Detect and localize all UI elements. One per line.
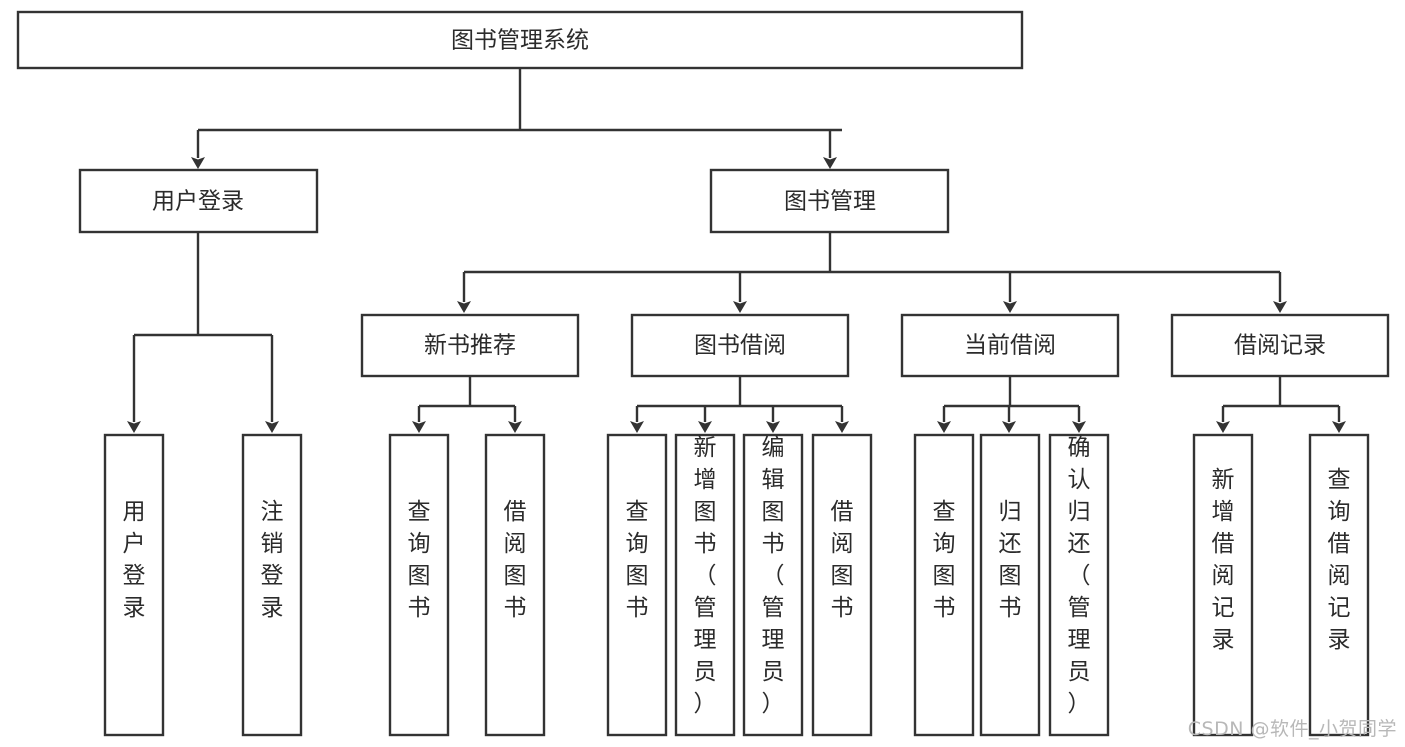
leaf-new-book-2-label: 借阅图书: [504, 499, 527, 621]
edges-borrowrecord-to-leaves: [1216, 376, 1346, 433]
node-current-borrow[interactable]: 当前借阅: [900, 313, 1120, 378]
node-new-book-recommend[interactable]: 新书推荐: [360, 313, 580, 378]
node-new-book-recommend-label: 新书推荐: [424, 333, 516, 359]
edges-bookmanage-to-level3: [457, 232, 1287, 313]
leaf-book-borrow-4-box[interactable]: [811, 433, 873, 737]
node-book-manage-box[interactable]: [709, 168, 950, 234]
leaf-user-login-1-box[interactable]: [103, 433, 165, 737]
node-current-borrow-box[interactable]: [900, 313, 1120, 378]
edges-root-to-level2: [191, 68, 842, 169]
leaf-book-borrow-3-box[interactable]: [742, 433, 804, 737]
leaf-borrow-record-1[interactable]: 新增借阅记录: [1192, 433, 1254, 737]
leaf-current-borrow-1-label: 查询图书: [933, 499, 956, 621]
leaf-new-book-2[interactable]: 借阅图书: [484, 433, 546, 737]
leaf-user-login-2[interactable]: 注销登录: [241, 433, 303, 737]
node-book-borrow[interactable]: 图书借阅: [630, 313, 850, 378]
leaf-book-borrow-3[interactable]: 编辑图书（管理员）: [742, 433, 804, 737]
leaf-user-login-1-label: 用户登录: [123, 499, 146, 621]
leaf-current-borrow-2[interactable]: 归还图书: [979, 433, 1041, 737]
node-borrow-record-label: 借阅记录: [1234, 333, 1326, 359]
leaf-book-borrow-1-label: 查询图书: [626, 499, 649, 621]
csdn-watermark: CSDN @软件_小贺同学: [1187, 718, 1397, 740]
node-book-borrow-label: 图书借阅: [694, 333, 786, 359]
leaf-current-borrow-1[interactable]: 查询图书: [913, 433, 975, 737]
leaf-borrow-record-2-label: 查询借阅记录: [1328, 467, 1351, 653]
node-user-login[interactable]: 用户登录: [78, 168, 319, 234]
node-book-manage-label: 图书管理: [784, 189, 876, 215]
leaf-current-borrow-3[interactable]: 确认归还（管理员）: [1048, 433, 1110, 737]
leaf-book-borrow-1[interactable]: 查询图书: [606, 433, 668, 737]
leaf-book-borrow-4-label: 借阅图书: [831, 499, 854, 621]
node-borrow-record-box[interactable]: [1170, 313, 1390, 378]
leaf-book-borrow-2[interactable]: 新增图书（管理员）: [674, 433, 736, 737]
leaf-current-borrow-1-box[interactable]: [913, 433, 975, 737]
leaf-user-login-2-box[interactable]: [241, 433, 303, 737]
leaf-book-borrow-4[interactable]: 借阅图书: [811, 433, 873, 737]
leaf-book-borrow-1-box[interactable]: [606, 433, 668, 737]
leaf-borrow-record-2-box[interactable]: [1308, 433, 1370, 737]
leaf-borrow-record-1-label: 新增借阅记录: [1212, 467, 1235, 653]
leaf-user-login-2-label: 注销登录: [261, 499, 284, 621]
leaf-book-borrow-2-box[interactable]: [674, 433, 736, 737]
node-current-borrow-label: 当前借阅: [964, 333, 1056, 359]
leaf-user-login-1[interactable]: 用户登录: [103, 433, 165, 737]
node-new-book-recommend-box[interactable]: [360, 313, 580, 378]
leaf-new-book-1-label: 查询图书: [408, 499, 431, 621]
node-borrow-record[interactable]: 借阅记录: [1170, 313, 1390, 378]
leaf-new-book-1[interactable]: 查询图书: [388, 433, 450, 737]
node-book-borrow-box[interactable]: [630, 313, 850, 378]
node-user-login-box[interactable]: [78, 168, 319, 234]
node-root-box[interactable]: [16, 10, 1024, 70]
edges-currentborrow-to-leaves: [937, 376, 1086, 433]
node-root-label: 图书管理系统: [451, 28, 589, 54]
leaf-book-borrow-3-label: 编辑图书（管理员）: [762, 435, 785, 717]
leaf-borrow-record-2[interactable]: 查询借阅记录: [1308, 433, 1370, 737]
node-book-manage[interactable]: 图书管理: [709, 168, 950, 234]
node-user-login-label: 用户登录: [152, 189, 244, 215]
leaf-new-book-2-box[interactable]: [484, 433, 546, 737]
edges-bookborrow-to-leaves: [630, 376, 849, 433]
leaf-new-book-1-box[interactable]: [388, 433, 450, 737]
edges-userlogin-to-leaves: [127, 232, 279, 433]
edges-newbook-to-leaves: [412, 376, 522, 433]
node-root[interactable]: 图书管理系统: [16, 10, 1024, 70]
leaf-current-borrow-3-label: 确认归还（管理员）: [1068, 435, 1091, 717]
leaf-borrow-record-1-box[interactable]: [1192, 433, 1254, 737]
leaf-current-borrow-2-label: 归还图书: [999, 499, 1022, 621]
leaf-current-borrow-3-box[interactable]: [1048, 433, 1110, 737]
leaf-current-borrow-2-box[interactable]: [979, 433, 1041, 737]
leaf-book-borrow-2-label: 新增图书（管理员）: [694, 435, 717, 717]
